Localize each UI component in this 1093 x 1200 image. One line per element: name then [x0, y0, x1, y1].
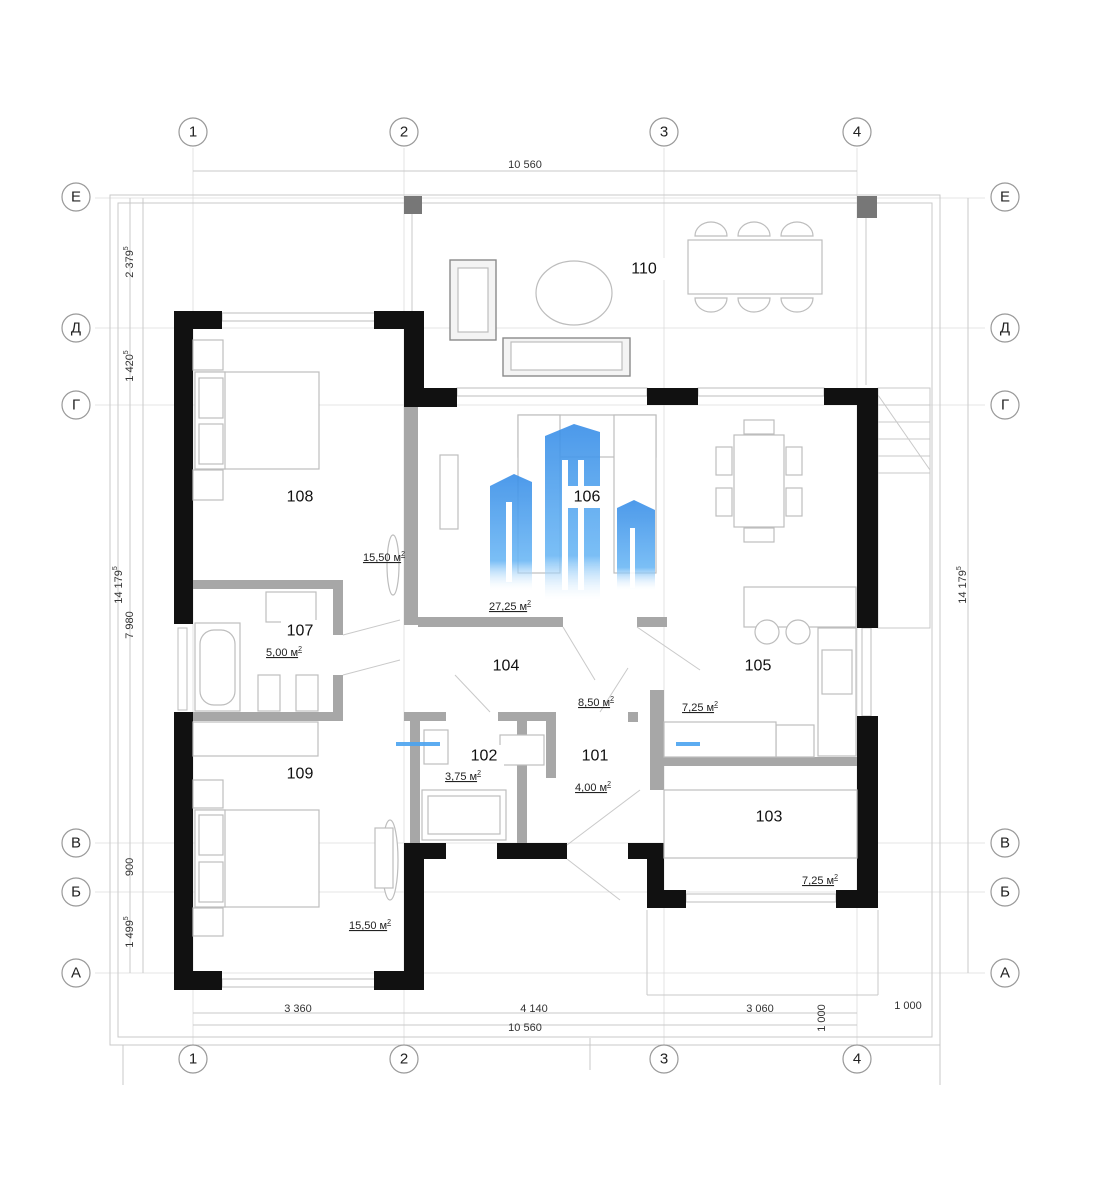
- room-107-area: 5,00 м2: [266, 646, 302, 659]
- room-102-number: 102: [471, 748, 498, 765]
- room-101-area: 4,00 м2: [575, 781, 611, 794]
- axis-row-d-left: Д: [71, 320, 81, 337]
- room-105-area-sup: 2: [714, 701, 718, 708]
- axis-row-v-left: В: [71, 835, 81, 852]
- room-103-area-sup: 2: [834, 874, 838, 881]
- dim-bottom-extra: 1 000: [894, 1000, 922, 1012]
- room-108-area-value: 15,50 м: [363, 552, 401, 564]
- exterior-walls: [174, 311, 878, 990]
- dim-left-seg-2: 1 4205: [123, 350, 136, 382]
- room-104-area-value: 8,50 м: [578, 697, 610, 709]
- room-109-area: 15,50 м2: [349, 919, 391, 932]
- dim-left-seg-2-value: 1 420: [124, 354, 136, 382]
- dim-right-total-sup: 5: [956, 566, 963, 570]
- room-105-area: 7,25 м2: [682, 701, 718, 714]
- room-108-number: 108: [287, 489, 314, 506]
- room-105-area-value: 7,25 м: [682, 702, 714, 714]
- axis-row-b-left: Б: [71, 884, 81, 901]
- room-106-area-value: 27,25 м: [489, 601, 527, 613]
- room-102-area-sup: 2: [477, 770, 481, 777]
- dim-right-total: 14 1795: [956, 566, 969, 604]
- room-labels: 108 15,50 м2 109 15,50 м2 107 5,00 м2 10…: [266, 258, 838, 932]
- axis-col-2-bottom: 2: [400, 1051, 408, 1068]
- dim-left-seg-3-value: 7 980: [124, 611, 136, 639]
- axis-row-a-left: А: [71, 965, 81, 982]
- axis-col-3-top: 3: [660, 124, 668, 141]
- dim-left-seg-1-value: 2 379: [124, 250, 136, 278]
- room-109-area-sup: 2: [387, 919, 391, 926]
- axis-col-3-bottom: 3: [660, 1051, 668, 1068]
- furniture: [192, 221, 858, 937]
- dim-right-total-value: 14 179: [957, 570, 969, 604]
- axis-column-markers: 1 2 3 4 1 2 3 4: [178, 117, 872, 1074]
- dim-bottom-seg-3: 3 060: [746, 1003, 774, 1015]
- room-106-area-sup: 2: [527, 600, 531, 607]
- dim-left-seg-3: 7 980: [124, 611, 136, 639]
- room-106-area: 27,25 м2: [489, 600, 531, 613]
- dim-left-seg-1-sup: 5: [123, 246, 130, 250]
- room-101-number: 101: [582, 748, 609, 765]
- axis-row-e-right: Е: [1000, 189, 1010, 206]
- dim-left-seg-2-sup: 5: [123, 350, 130, 354]
- axis-row-g-left: Г: [72, 397, 80, 414]
- room-107-area-sup: 2: [298, 646, 302, 653]
- axis-col-4-top: 4: [853, 124, 861, 141]
- room-101-area-value: 4,00 м: [575, 782, 607, 794]
- axis-row-e-left: Е: [71, 189, 81, 206]
- room-104-area-sup: 2: [610, 696, 614, 703]
- room-110-number: 110: [631, 261, 657, 278]
- room-103-number: 103: [756, 809, 783, 826]
- dim-left-seg-5-sup: 5: [123, 916, 130, 920]
- dim-left-total-value: 14 179: [113, 570, 125, 604]
- terrace-columns: [404, 196, 877, 218]
- partition-walls: [193, 400, 857, 847]
- room-105-number: 105: [745, 658, 772, 675]
- axis-row-markers: Е Д Г В Б А Е Д Г В Б А: [61, 182, 1020, 988]
- dim-left-seg-5: 1 4995: [123, 916, 136, 948]
- dim-top-total: 10 560: [508, 159, 542, 171]
- dimension-lines: [122, 170, 969, 1085]
- room-108-area: 15,50 м2: [363, 551, 405, 564]
- dimension-labels: 10 560 3 360 4 140 3 060 1 000 10 560 1 …: [112, 159, 969, 1034]
- dim-left-seg-4-value: 900: [124, 858, 136, 876]
- dim-left-total-sup: 5: [112, 566, 119, 570]
- stairs: [877, 387, 931, 629]
- dim-bottom-total: 10 560: [508, 1022, 542, 1034]
- watermark-logo: [396, 424, 700, 746]
- dim-left-total: 14 1795: [112, 566, 125, 604]
- room-103-area-value: 7,25 м: [802, 875, 834, 887]
- axis-row-d-right: Д: [1000, 320, 1010, 337]
- room-109-number: 109: [287, 766, 314, 783]
- axis-col-4-bottom: 4: [853, 1051, 861, 1068]
- axis-row-g-right: Г: [1001, 397, 1009, 414]
- room-103-area: 7,25 м2: [802, 874, 838, 887]
- dim-left-seg-1: 2 3795: [123, 246, 136, 278]
- room-104-number: 104: [493, 658, 520, 675]
- axis-row-b-right: Б: [1000, 884, 1010, 901]
- dim-bottom-extra-vertical: 1 000: [816, 1004, 828, 1032]
- room-108-area-sup: 2: [401, 551, 405, 558]
- room-109-area-value: 15,50 м: [349, 920, 387, 932]
- axis-col-1-bottom: 1: [189, 1051, 197, 1068]
- axis-col-1-top: 1: [189, 124, 197, 141]
- room-104-area: 8,50 м2: [578, 696, 614, 709]
- dim-left-seg-5-value: 1 499: [124, 920, 136, 948]
- dim-bottom-seg-1: 3 360: [284, 1003, 312, 1015]
- dim-bottom-seg-2: 4 140: [520, 1003, 548, 1015]
- room-106-number: 106: [574, 489, 601, 506]
- axis-col-2-top: 2: [400, 124, 408, 141]
- door-swings: [342, 619, 710, 901]
- room-107-area-value: 5,00 м: [266, 647, 298, 659]
- dim-left-seg-4: 900: [124, 858, 136, 876]
- room-107-number: 107: [287, 623, 314, 640]
- axis-row-v-right: В: [1000, 835, 1010, 852]
- room-102-area: 3,75 м2: [445, 770, 481, 783]
- axis-row-a-right: А: [1000, 965, 1010, 982]
- room-101-area-sup: 2: [607, 781, 611, 788]
- room-102-area-value: 3,75 м: [445, 771, 477, 783]
